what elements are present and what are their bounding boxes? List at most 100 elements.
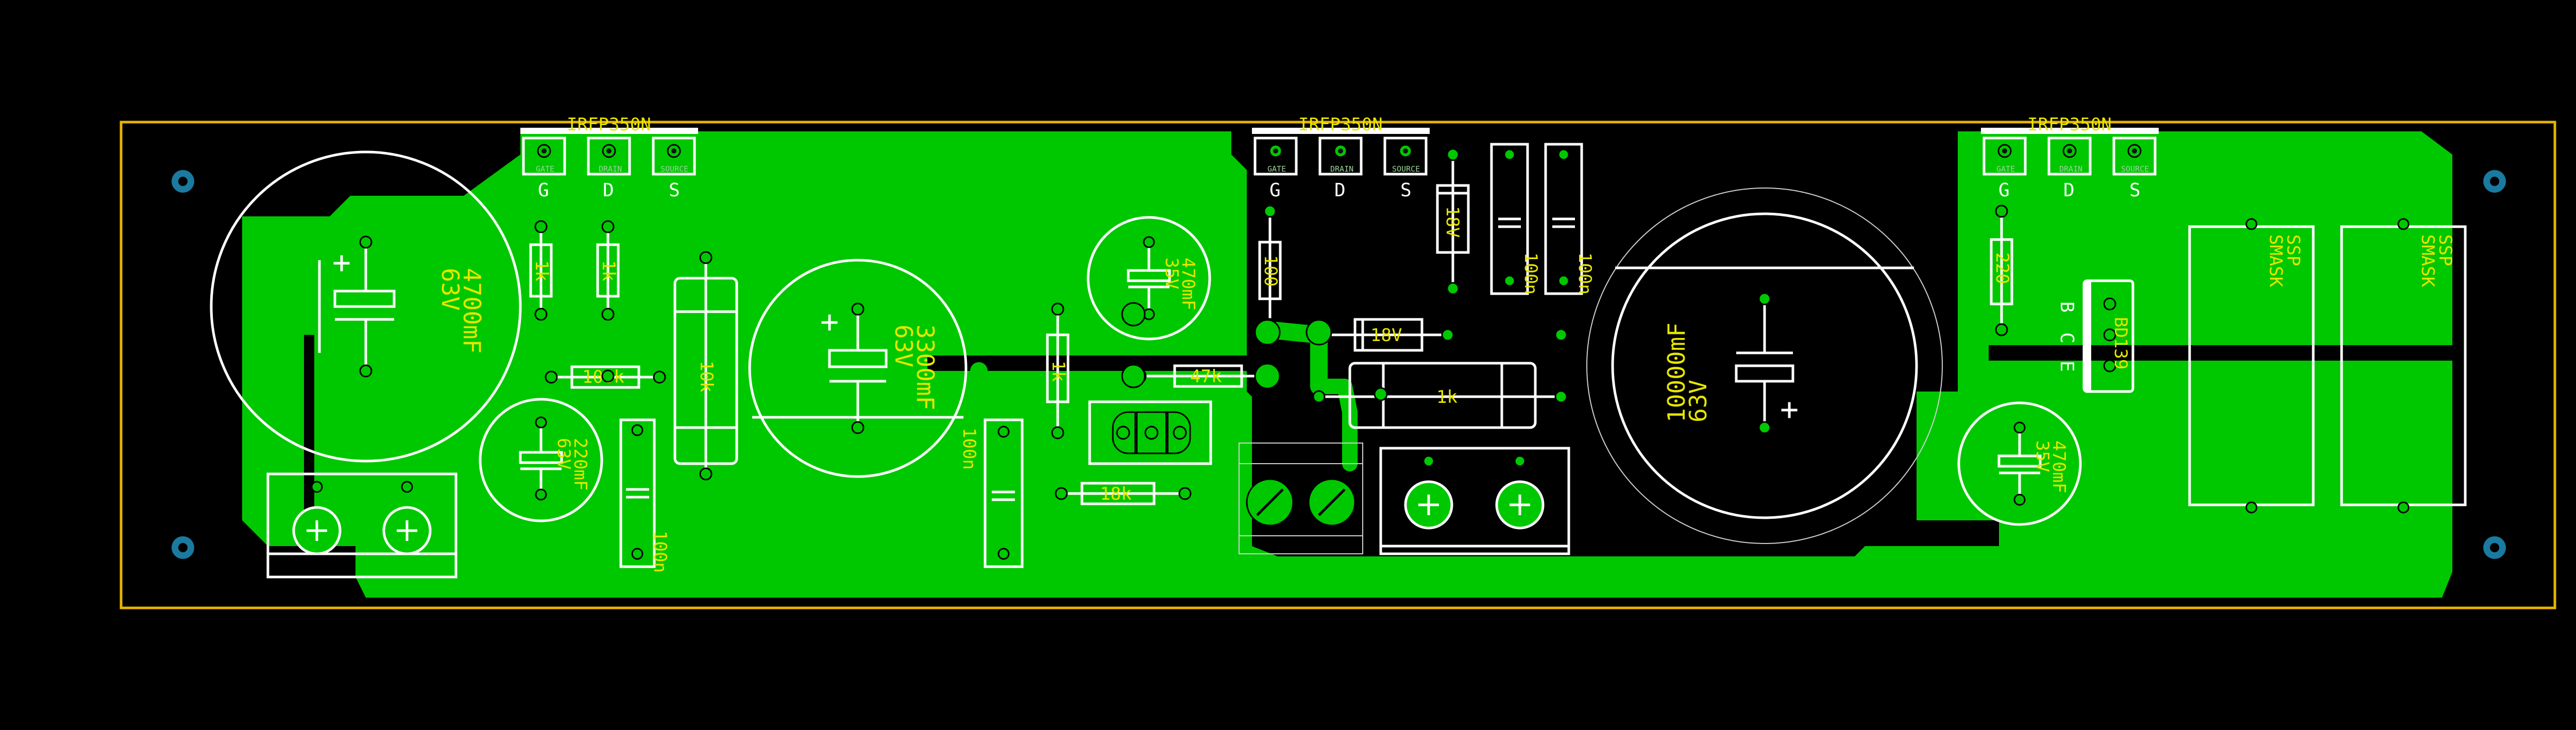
trace (670, 185, 752, 299)
pin-label: D (1334, 180, 1346, 201)
resistor-1k-c: 1k (1046, 302, 1070, 439)
capacitor-voltage: 35V (2032, 440, 2053, 472)
svg-text:+: + (332, 245, 351, 281)
capacitor-outline (1957, 401, 2082, 526)
mounting-hole (172, 536, 194, 559)
resistor-value: 18k (1100, 484, 1131, 504)
capacitor-220mf: 220mF 63V (479, 398, 603, 522)
trace (970, 362, 1116, 426)
svg-text:+: + (1780, 392, 1799, 428)
resistor-value: 1k (531, 260, 552, 281)
resistor-18k: 18k (1055, 482, 1192, 505)
trace (600, 144, 696, 340)
pin-label: S (2129, 180, 2141, 201)
capacitor-4700mf: + 4700mF 63V (210, 150, 522, 463)
heatsink-tab (520, 128, 698, 134)
mounting-holes (172, 170, 2506, 559)
resistor-220: 220 (1990, 205, 2013, 336)
pin-label: S (669, 180, 680, 201)
pin-label: G (1998, 180, 2010, 201)
copper-gap (1401, 170, 1417, 361)
mosfet-3: IRFP350N GATE DRAIN SOURCE G D S (1981, 114, 2159, 201)
resistor-value: 1k (1436, 387, 1458, 408)
heatsink-tab (1252, 128, 1430, 134)
svg-text:DRAIN: DRAIN (1330, 164, 1353, 174)
capacitor-outline (1087, 216, 1211, 341)
capacitor-value: 3300mF (911, 325, 939, 410)
capacitor-100n-d: 100n (1544, 143, 1595, 295)
capacitor-outline (210, 150, 522, 463)
ssr-module-1: SSP SMASK (2188, 218, 2315, 514)
ssr-label: SMASK (2417, 234, 2438, 287)
capacitor-value: 100n (959, 428, 979, 470)
capacitor-value: 100n (650, 531, 670, 573)
mosfet-3-part: IRFP350N (2027, 114, 2112, 135)
pin-label: E (2056, 361, 2077, 372)
trace (1311, 379, 1358, 471)
bd139-transistor: BD139 B C E (2056, 279, 2134, 393)
mounting-hole (2483, 170, 2506, 193)
resistor-value: 10k (696, 361, 717, 392)
pin-label: B (2056, 301, 2077, 313)
capacitor-outline (748, 259, 968, 478)
resistor-value: 47k (1190, 366, 1222, 387)
capacitor-value: 4700mF (458, 268, 486, 353)
pin-label: D (603, 180, 614, 201)
heatsink-tab (1981, 128, 2159, 134)
mosfet-2-part: IRFP350N (1298, 114, 1383, 135)
resistor-100: 100 (1258, 205, 1282, 331)
ssr-label: SMASK (2265, 234, 2286, 287)
resistor-1k-big: 1k (1312, 362, 1568, 429)
resistor-value: 1k (1048, 361, 1069, 382)
capacitor-voltage: 63V (890, 325, 918, 367)
capacitor-value: 220mF (570, 438, 590, 490)
pin-label: S (1400, 180, 1412, 201)
mosfet-1-part: IRFP350N (567, 114, 651, 135)
mosfet-2: IRFP350N GATE DRAIN SOURCE G D S (1252, 114, 1430, 201)
capacitor-value: 10000mF (1663, 322, 1690, 422)
mosfet-1: IRFP350N GATE DRAIN SOURCE G D S (520, 114, 698, 201)
terminal-block-left (266, 472, 457, 579)
ssr-label: SSP (2283, 234, 2303, 266)
resistor-value: 220 (1992, 252, 2012, 284)
pin-label: D (2063, 180, 2075, 201)
capacitor-voltage: 63V (553, 438, 574, 469)
capacitor-value: 470mF (1178, 258, 1198, 310)
svg-text:SOURCE: SOURCE (1392, 164, 1420, 174)
mounting-hole (2483, 536, 2506, 559)
capacitor-courtyard (1586, 188, 1943, 544)
capacitor-value: 100n (1574, 252, 1595, 295)
capacitor-100n-a: 100n (619, 418, 670, 573)
diode-value: 18V (1370, 325, 1402, 346)
zener-diode-b: 18V (1317, 318, 1454, 352)
capacitor-470mf-center: 470mF 35V (1087, 216, 1211, 341)
capacitor-3300mf: + 3300mF 63V (748, 259, 968, 478)
resistor-value: 1k (598, 260, 619, 281)
capacitor-voltage: 35V (1161, 258, 1182, 289)
capacitor-470mf-right: 470mF 35V (1957, 401, 2082, 526)
svg-text:+: + (820, 304, 839, 340)
resistor-1k-b: 1k (596, 220, 620, 321)
svg-text:SOURCE: SOURCE (660, 164, 688, 174)
capacitor-voltage: 63V (436, 268, 464, 311)
ssr-label: SSP (2435, 234, 2455, 266)
copper-gap (304, 335, 314, 515)
capacitor-10000mf: + 10000mF 63V (1586, 188, 1943, 544)
resistor-10k: 10k (673, 251, 738, 481)
copper-gap (1989, 345, 2452, 361)
capacitor-outline (479, 398, 603, 522)
pin-label: C (2056, 332, 2077, 344)
svg-text:GATE: GATE (1996, 164, 2015, 174)
zener-diode-a: 18V (1436, 148, 1470, 295)
capacitor-voltage: 63V (1684, 380, 1712, 422)
pin-label: G (538, 180, 549, 201)
mounting-hole (172, 170, 194, 193)
board-outline (120, 121, 2556, 609)
copper-pour (242, 131, 2452, 598)
copper-gap (1597, 520, 1999, 546)
diode-value: 18V (1442, 206, 1463, 237)
vias (601, 302, 1568, 401)
resistor-1k-a: 1k (529, 220, 553, 321)
terminal-block-right (1379, 447, 1570, 555)
